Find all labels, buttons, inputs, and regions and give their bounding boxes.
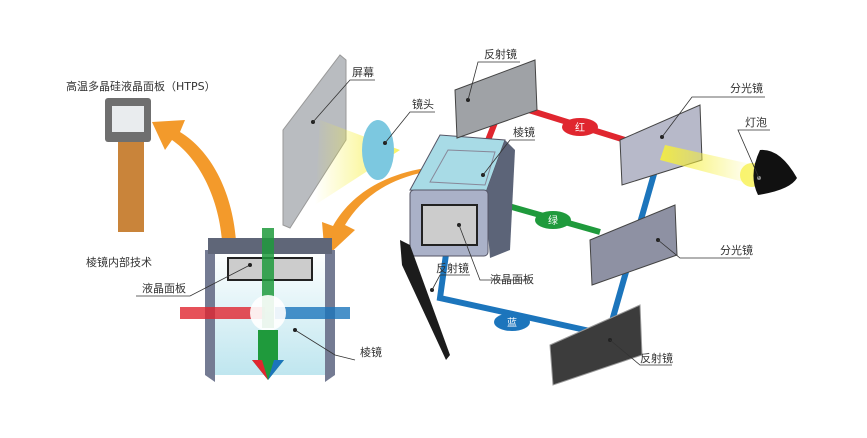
red-beam-label: 红 [575,121,585,134]
lens [362,120,394,180]
prism-internal [180,228,350,382]
label-dichroic-mid: 分光镜 [720,243,753,257]
green-beam-label: 绿 [548,214,558,227]
prism-cube [409,134,515,258]
mirror-bottom [549,304,643,386]
label-lcd-panel: 液晶面板 [490,272,534,286]
label-mirror-top: 反射镜 [484,47,517,61]
label-lcd-panel-inner: 液晶面板 [142,281,186,295]
label-prism-tech: 棱镜内部技术 [86,255,152,269]
label-prism-inner: 棱镜 [360,345,382,359]
label-mirror-bottom: 反射镜 [640,351,673,365]
mirror-top [454,59,538,139]
label-lens: 镜头 [412,97,434,111]
htps-chip [105,98,151,232]
blue-beam-label: 蓝 [507,317,517,329]
label-htps: 高温多晶硅液晶面板（HTPS） [66,79,216,93]
label-screen: 屏幕 [352,65,374,79]
orange-arrow-left [322,168,425,258]
mirror-left [400,240,450,360]
label-dichroic-top: 分光镜 [730,81,763,95]
label-prism: 棱镜 [513,125,535,139]
dichroic-mirror-mid [589,204,678,286]
projection-beam [315,120,400,205]
dichroic-mirror-top [619,104,703,186]
bulb [753,149,797,195]
label-mirror-left: 反射镜 [436,261,469,275]
label-bulb: 灯泡 [745,115,767,129]
bulb-light-beam [660,145,755,185]
orange-arrow-up [152,120,236,240]
